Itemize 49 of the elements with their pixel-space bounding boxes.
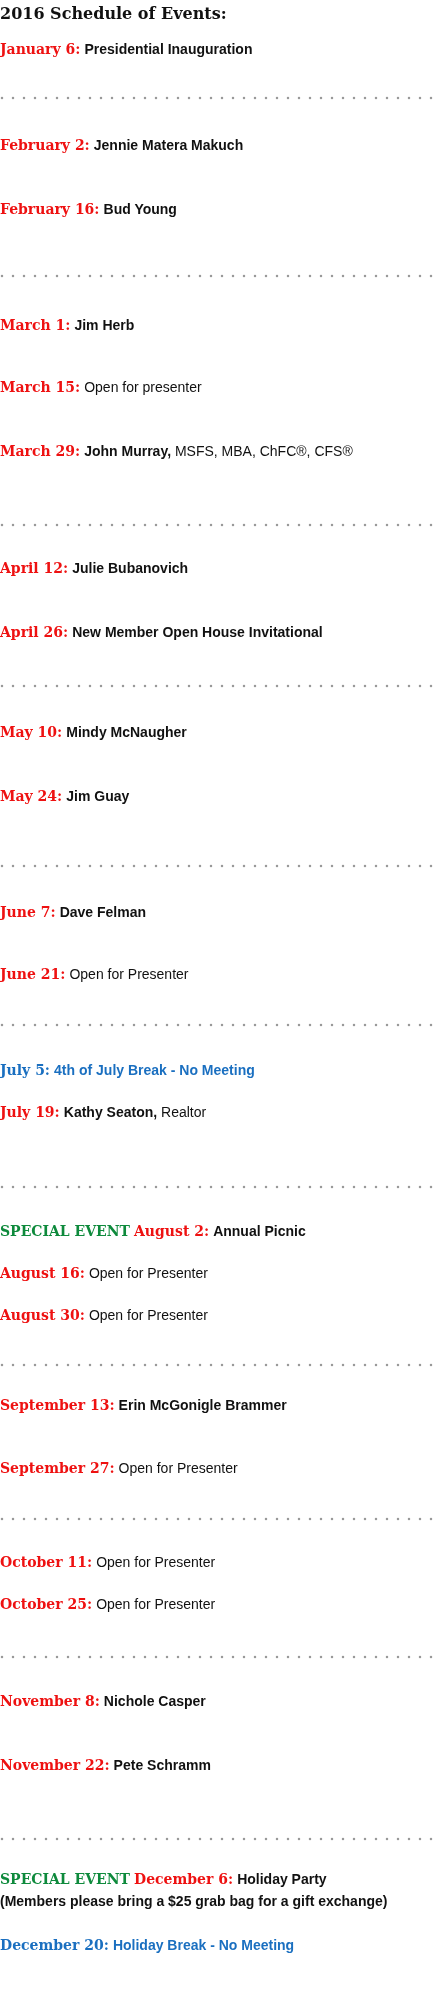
event-text: Open for Presenter xyxy=(96,1596,216,1612)
event-date: April 26: xyxy=(0,624,69,640)
event-date: April 12: xyxy=(0,560,69,576)
event-text: Kathy Seaton, Realtor xyxy=(63,1104,207,1120)
event-date: December 6: xyxy=(134,1871,234,1887)
event-date: May 10: xyxy=(0,724,63,740)
event-date: February 16: xyxy=(0,201,100,217)
event-date: October 25: xyxy=(0,1596,93,1612)
event-text: Julie Bubanovich xyxy=(72,560,189,576)
event-date: August 2: xyxy=(134,1223,210,1239)
event-date: October 11: xyxy=(0,1554,93,1570)
special-event-tag: SPECIAL EVENT xyxy=(0,1223,130,1239)
event-text: New Member Open House Invitational xyxy=(72,624,323,640)
event-text: (Members please bring a $25 grab bag for a gift exchange) xyxy=(0,1893,388,1909)
schedule-title: 2016 Schedule of Events: xyxy=(0,4,227,23)
event-text: Jennie Matera Makuch xyxy=(93,137,244,153)
event-date: November 8: xyxy=(0,1693,100,1709)
event-date: February 2: xyxy=(0,137,90,153)
event-text: Jim Herb xyxy=(74,317,135,333)
event-date: March 1: xyxy=(0,317,71,333)
event-date: September 13: xyxy=(0,1397,115,1413)
event-text: Mindy McNaugher xyxy=(66,724,187,740)
event-text: John Murray, MSFS, MBA, ChFC®, CFS® xyxy=(84,443,353,459)
event-text: Jim Guay xyxy=(66,788,130,804)
event-date: August 30: xyxy=(0,1307,85,1323)
event-text: Open for Presenter xyxy=(96,1554,216,1570)
event-date: September 27: xyxy=(0,1460,115,1476)
event-text: Erin McGonigle Brammer xyxy=(118,1397,287,1413)
special-event-tag: SPECIAL EVENT xyxy=(0,1871,130,1887)
event-text: Dave Felman xyxy=(59,904,147,920)
event-text: Presidential Inauguration xyxy=(84,41,253,57)
event-text: Nichole Casper xyxy=(103,1693,206,1709)
event-text: Bud Young xyxy=(103,201,177,217)
event-date: March 15: xyxy=(0,379,81,395)
event-date: March 29: xyxy=(0,443,81,459)
event-date: May 24: xyxy=(0,788,63,804)
event-text: Holiday Break - No Meeting xyxy=(112,1937,295,1953)
event-date: November 22: xyxy=(0,1757,110,1773)
event-text: Holiday Party xyxy=(237,1871,327,1887)
event-text: Open for Presenter xyxy=(88,1265,208,1281)
event-text: Open for Presenter xyxy=(118,1460,238,1476)
event-date: December 20: xyxy=(0,1937,109,1953)
event-text: 4th of July Break - No Meeting xyxy=(54,1062,255,1078)
event-text: Pete Schramm xyxy=(113,1757,211,1773)
event-text: Open for Presenter xyxy=(88,1307,208,1323)
event-date: August 16: xyxy=(0,1265,85,1281)
event-text: Open for presenter xyxy=(84,379,202,395)
event-text: Annual Picnic xyxy=(213,1223,306,1239)
event-text: Open for Presenter xyxy=(69,966,189,982)
